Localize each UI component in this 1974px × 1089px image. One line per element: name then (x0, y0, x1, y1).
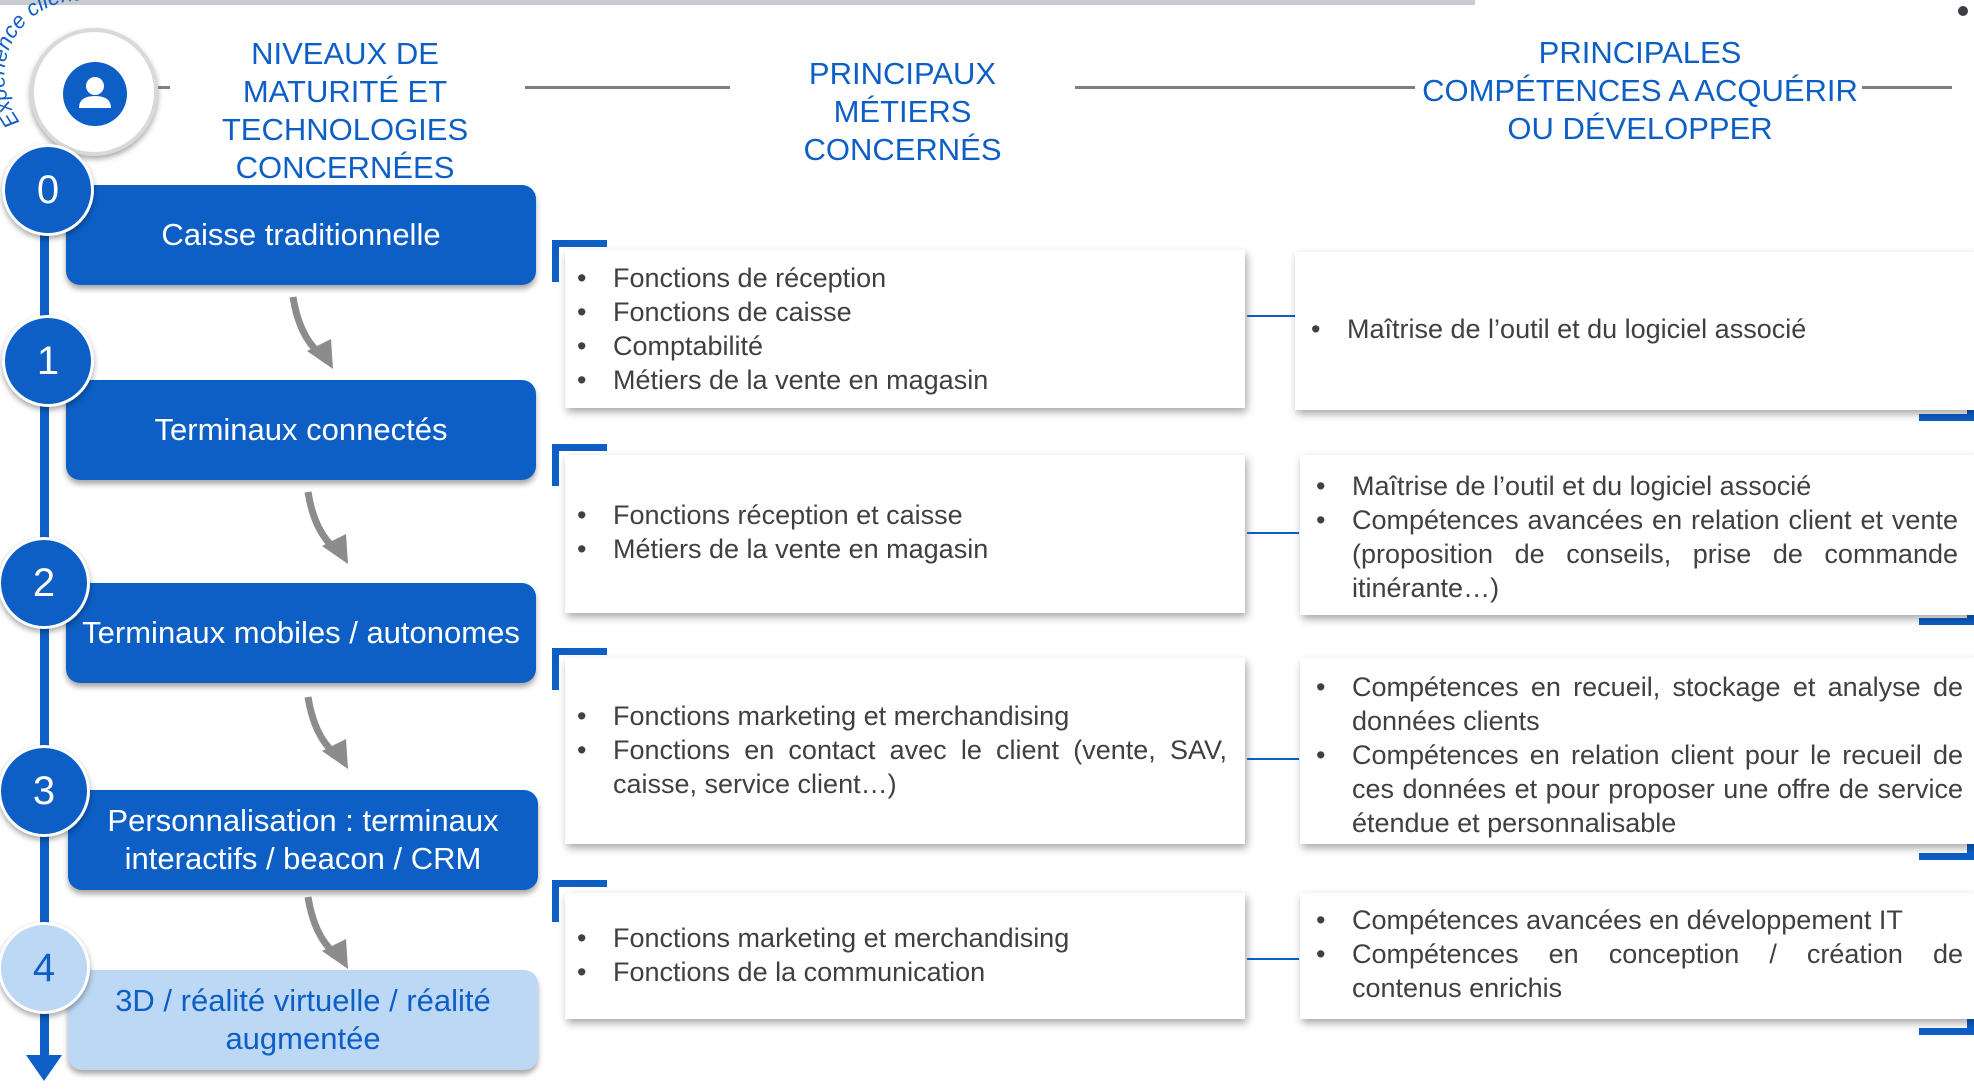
connector-line (1247, 315, 1295, 317)
list-item: Comptabilité (575, 329, 1227, 363)
level-label: Terminaux mobiles / autonomes (82, 615, 520, 650)
list-item: Métiers de la vente en magasin (575, 532, 1227, 566)
list-item: Maîtrise de l’outil et du logiciel assoc… (1314, 469, 1958, 503)
competences-card-3: Compétences avancées en développement IT… (1300, 893, 1974, 1019)
list-item: Fonctions réception et caisse (575, 498, 1227, 532)
experience-client-label: Expérience client (0, 0, 81, 133)
header-line (1862, 86, 1952, 89)
level-label: Caisse traditionnelle (161, 217, 441, 252)
card-bracket (552, 880, 607, 922)
experience-client-badge (30, 28, 158, 156)
curved-down-arrow-icon (289, 296, 333, 369)
metiers-card-3: Fonctions marketing et merchandising Fon… (565, 893, 1245, 1019)
header-metiers: PRINCIPAUX MÉTIERS CONCERNÉS (803, 56, 1002, 167)
competences-card-2: Compétences en recueil, stockage et anal… (1300, 658, 1974, 844)
level-label: 3D / réalité virtuelle / réalité augment… (115, 983, 491, 1056)
header-maturity-levels: NIVEAUX DE MATURITÉ ET TECHNOLOGIES CONC… (221, 36, 469, 185)
card-bracket (552, 648, 607, 690)
competences-card-1: Maîtrise de l’outil et du logiciel assoc… (1300, 455, 1974, 615)
user-icon (63, 62, 127, 126)
level-box-0: Caisse traditionnelle (66, 185, 536, 285)
metiers-card-0: Fonctions de réception Fonctions de cais… (565, 250, 1245, 408)
competences-card-0: Maîtrise de l’outil et du logiciel assoc… (1295, 252, 1974, 410)
curved-down-arrow-icon (304, 896, 348, 969)
corner-dot (1958, 6, 1968, 16)
list-item: Fonctions marketing et merchandising (575, 921, 1227, 955)
curved-down-arrow-icon (304, 696, 348, 769)
level-number-1: 1 (2, 315, 94, 407)
list-item: Compétences en conception / création de … (1314, 937, 1963, 1005)
header-line (1075, 86, 1415, 89)
list-item: Fonctions en contact avec le client (ven… (575, 733, 1227, 801)
level-box-4: 3D / réalité virtuelle / réalité augment… (68, 970, 538, 1070)
level-label: Personnalisation : terminaux interactifs… (107, 803, 499, 876)
connector-line (1247, 532, 1299, 534)
list-item: Fonctions marketing et merchandising (575, 699, 1227, 733)
list-item: Compétences en recueil, stockage et anal… (1314, 670, 1963, 738)
level-box-2: Terminaux mobiles / autonomes (66, 583, 536, 683)
level-box-3: Personnalisation : terminaux interactifs… (68, 790, 538, 890)
level-box-1: Terminaux connectés (66, 380, 536, 480)
list-item: Fonctions de réception (575, 261, 1227, 295)
top-divider (0, 0, 1475, 5)
card-bracket (552, 240, 607, 282)
level-number-2: 2 (0, 537, 90, 629)
level-number-3: 3 (0, 745, 90, 837)
svg-text:Expérience client: Expérience client (0, 0, 81, 133)
level-number-4: 4 (0, 922, 90, 1014)
list-item: Métiers de la vente en magasin (575, 363, 1227, 397)
metiers-card-1: Fonctions réception et caisse Métiers de… (565, 455, 1245, 613)
header-line (525, 86, 730, 89)
timeline-arrow-icon (26, 1055, 62, 1081)
connector-line (1247, 958, 1299, 960)
list-item: Fonctions de la communication (575, 955, 1227, 989)
list-item: Compétences en relation client pour le r… (1314, 738, 1963, 840)
list-item: Fonctions de caisse (575, 295, 1227, 329)
card-bracket (552, 444, 607, 486)
connector-line (1247, 758, 1299, 760)
curved-down-arrow-icon (304, 491, 348, 564)
header-competences: PRINCIPALES COMPÉTENCES A ACQUÉRIR OU DÉ… (1422, 35, 1858, 146)
list-item: Maîtrise de l’outil et du logiciel assoc… (1309, 312, 1964, 346)
header-line (158, 86, 170, 89)
level-number-0: 0 (2, 144, 94, 236)
list-item: Compétences avancées en relation client … (1314, 503, 1958, 605)
list-item: Compétences avancées en développement IT (1314, 903, 1963, 937)
level-label: Terminaux connectés (154, 412, 448, 447)
metiers-card-2: Fonctions marketing et merchandising Fon… (565, 658, 1245, 844)
